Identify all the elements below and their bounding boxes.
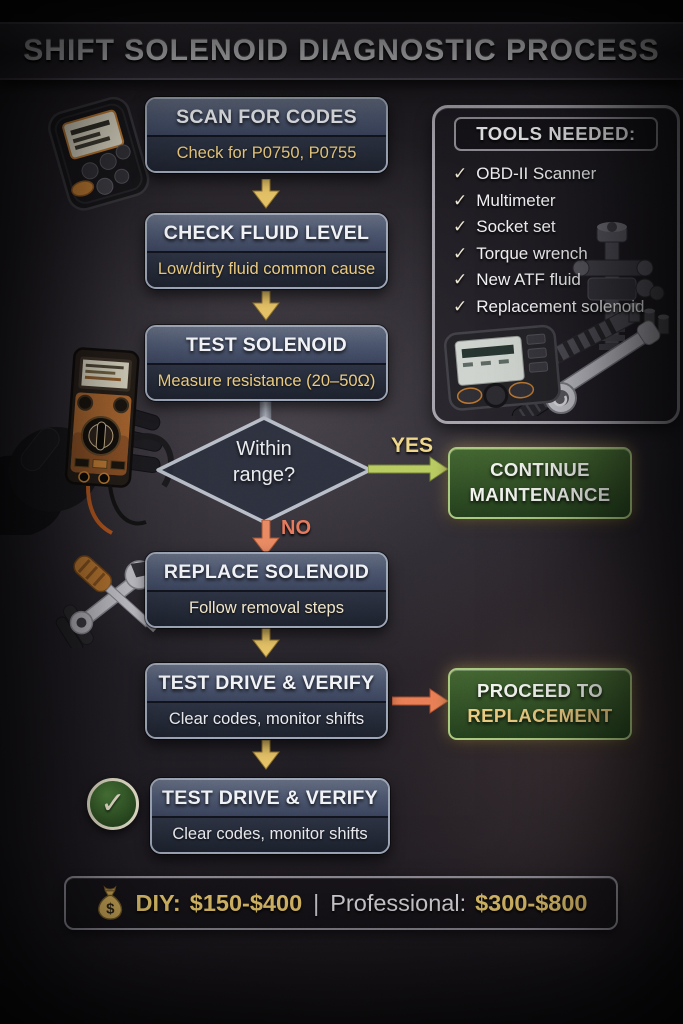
step-final-title: TEST DRIVE & VERIFY (152, 780, 388, 818)
step-final-subtitle: Clear codes, monitor shifts (152, 818, 388, 852)
tool-label: New ATF fluid (476, 270, 581, 289)
success-check-badge: ✓ (87, 778, 139, 830)
tools-panel-header: TOOLS NEEDED: (454, 117, 658, 151)
tools-list-item: ✓ Multimeter (453, 188, 677, 215)
professional-value: $300-$800 (475, 889, 588, 916)
step-replace-subtitle: Follow removal steps (147, 592, 386, 626)
check-icon: ✓ (453, 217, 468, 236)
step-replace-title: REPLACE SOLENOID (147, 554, 386, 592)
diy-value: $150-$400 (189, 889, 303, 916)
tool-label: OBD-II Scanner (476, 164, 597, 183)
step-test-title: TEST SOLENOID (147, 327, 386, 365)
step-verify-subtitle: Clear codes, monitor shifts (147, 703, 386, 737)
tools-list-item: ✓ New ATF fluid (453, 267, 677, 294)
check-icon: ✓ (453, 296, 468, 316)
check-icon: ✓ (453, 190, 468, 210)
cost-summary-bar: $ DIY: $150-$400 | Professional: $300-$8… (64, 876, 618, 930)
step-final-verify: TEST DRIVE & VERIFY Clear codes, monitor… (150, 778, 390, 854)
no-label: NO (281, 517, 311, 539)
svg-text:$: $ (107, 900, 116, 917)
tool-label: Multimeter (476, 190, 556, 210)
step-test-drive-verify: TEST DRIVE & VERIFY Clear codes, monitor… (145, 663, 388, 739)
tools-list-item: ✓ Replacement solenoid (453, 294, 677, 321)
outcome-proceed-replacement: PROCEED TO REPLACEMENT (448, 668, 632, 740)
check-icon: ✓ (453, 243, 468, 263)
arrow-down-icon (251, 291, 281, 321)
step-test-solenoid: TEST SOLENOID Measure resistance (20–50Ω… (145, 325, 388, 401)
check-icon: ✓ (100, 787, 126, 820)
tools-needed-panel: TOOLS NEEDED: ✓ OBD-II Scanner ✓ Multimete… (432, 105, 680, 424)
tools-list-item: ✓ OBD-II Scanner (453, 161, 677, 188)
yes-label: YES (391, 434, 434, 457)
check-icon: ✓ (453, 270, 468, 289)
money-bag-icon: $ (98, 885, 123, 920)
check-icon: ✓ (453, 164, 468, 183)
step-fluid-title: CHECK FLUID LEVEL (147, 215, 386, 253)
step-replace-solenoid: REPLACE SOLENOID Follow removal steps (145, 552, 388, 628)
tool-label: Torque wrench (476, 243, 588, 263)
step-check-fluid: CHECK FLUID LEVEL Low/dirty fluid common… (145, 213, 388, 289)
tools-list-item: ✓ Socket set (453, 214, 677, 241)
tool-label: Socket set (476, 217, 556, 236)
step-test-subtitle: Measure resistance (20–50Ω) (147, 365, 386, 399)
decision-question: Within range? (232, 438, 296, 486)
proceed-arrow-icon (392, 688, 449, 714)
tools-list: ✓OBD-II Scanner ✓Multimeter ✓Socket set … (435, 161, 677, 320)
step-scan-for-codes: SCAN FOR CODES Check for P0750, P0755 (145, 97, 388, 173)
professional-label: Professional: (330, 889, 467, 916)
step-scan-subtitle: Check for P0750, P0755 (147, 137, 386, 171)
diy-label: DIY: (135, 889, 181, 916)
tool-label: Replacement solenoid (476, 296, 645, 316)
page-title: SHIFT SOLENOID DIAGNOSTIC PROCESS (23, 34, 660, 67)
step-fluid-subtitle: Low/dirty fluid common cause (147, 253, 386, 287)
step-verify-title: TEST DRIVE & VERIFY (147, 665, 386, 703)
tools-list-item: ✓ Torque wrench (453, 241, 677, 268)
cost-separator: | (313, 889, 320, 916)
step-scan-title: SCAN FOR CODES (147, 99, 386, 137)
no-arrow-icon (251, 520, 281, 556)
arrow-down-icon (251, 179, 281, 209)
title-bar: SHIFT SOLENOID DIAGNOSTIC PROCESS (0, 22, 683, 80)
arrow-down-icon (251, 740, 281, 770)
arrow-down-icon (251, 628, 281, 658)
outcome-continue-maintenance: CONTINUE MAINTENANCE (448, 447, 632, 519)
yes-arrow-icon (368, 456, 449, 482)
